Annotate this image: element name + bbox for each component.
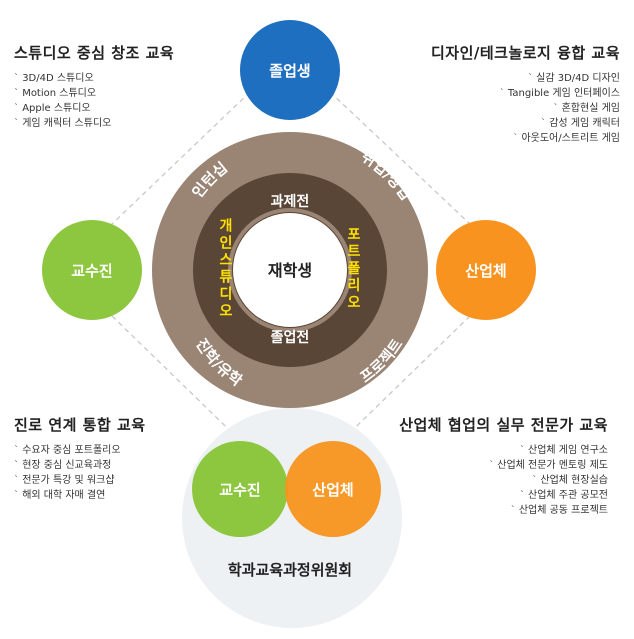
list-item: 전문가 특강 및 워크샵 bbox=[14, 473, 146, 488]
list-item: Motion 스튜디오 bbox=[14, 86, 174, 101]
connector-top-left bbox=[111, 91, 251, 225]
node-industry-label: 산업체 bbox=[465, 262, 506, 280]
block-convergence-education-list: 실감 3D/4D 디자인 Tangible 게임 인터페이스 혼합현실 게임 감… bbox=[431, 71, 620, 146]
inner-side-char: 디 bbox=[220, 287, 233, 303]
list-item: 산업체 게임 연구소 bbox=[399, 443, 608, 458]
list-item: 혼합현실 게임 bbox=[431, 101, 620, 116]
committee-title: 학과교육과정위원회 bbox=[228, 561, 352, 579]
node-industry bbox=[436, 220, 536, 320]
block-industry-education: 산업체 협업의 실무 전문가 교육 산업체 게임 연구소 산업체 전문가 멘토링… bbox=[399, 414, 608, 518]
block-career-education-title: 진로 연계 통합 교육 bbox=[14, 416, 146, 434]
list-item: 해외 대학 자매 결연 bbox=[14, 488, 146, 503]
list-item: 감성 게임 캐릭터 bbox=[431, 116, 620, 131]
inner-side-char: 개 bbox=[220, 219, 233, 235]
list-item: 산업체 공동 프로젝트 bbox=[399, 503, 608, 518]
node-graduates-label: 졸업생 bbox=[269, 62, 310, 80]
node-faculty bbox=[42, 220, 142, 320]
list-item: 산업체 주관 공모전 bbox=[399, 488, 608, 503]
center-label: 재학생 bbox=[268, 261, 312, 280]
inner-side-char: 포 bbox=[348, 227, 361, 243]
block-studio-education-title: 스튜디오 중심 창조 교육 bbox=[14, 44, 175, 62]
inner-side-char: 오 bbox=[220, 304, 233, 320]
inner-label-graduation-show: 졸업전 bbox=[271, 329, 310, 346]
inner-side-char: 트 bbox=[348, 244, 361, 260]
block-career-education: 진로 연계 통합 교육 수요자 중심 포트폴리오 현장 중심 신교육과정 전문가… bbox=[14, 414, 146, 503]
center-border bbox=[228, 208, 352, 332]
block-industry-education-title: 산업체 협업의 실무 전문가 교육 bbox=[399, 416, 608, 434]
committee-industry-circle bbox=[285, 441, 381, 537]
committee-industry-label: 산업체 bbox=[312, 481, 353, 499]
center-circle bbox=[233, 213, 347, 327]
block-convergence-education: 디자인/테크놀로지 융합 교육 실감 3D/4D 디자인 Tangible 게임… bbox=[431, 42, 620, 146]
block-studio-education-list: 3D/4D 스튜디오 Motion 스튜디오 Apple 스튜디오 게임 캐릭터… bbox=[14, 71, 174, 131]
list-item: 3D/4D 스튜디오 bbox=[14, 71, 174, 86]
list-item: 산업체 전문가 멘토링 제도 bbox=[399, 458, 608, 473]
block-industry-education-list: 산업체 게임 연구소 산업체 전문가 멘토링 제도 산업체 현장실습 산업체 주… bbox=[399, 443, 608, 518]
list-item: 현장 중심 신교육과정 bbox=[14, 458, 146, 473]
inner-side-char: 리 bbox=[348, 278, 361, 294]
block-career-education-list: 수요자 중심 포트폴리오 현장 중심 신교육과정 전문가 특강 및 워크샵 해외… bbox=[14, 443, 146, 503]
list-item: 아웃도어/스트리트 게임 bbox=[431, 131, 620, 146]
list-item: 게임 캐릭터 스튜디오 bbox=[14, 116, 174, 131]
inner-side-char: 오 bbox=[348, 295, 361, 311]
list-item: Tangible 게임 인터페이스 bbox=[431, 86, 620, 101]
committee-faculty-label: 교수진 bbox=[219, 481, 260, 499]
block-studio-education: 스튜디오 중심 창조 교육 3D/4D 스튜디오 Motion 스튜디오 App… bbox=[14, 42, 174, 131]
inner-label-portfolio: 포트폴리오 bbox=[348, 227, 361, 311]
committee-faculty-circle bbox=[192, 441, 288, 537]
inner-side-char: 튜 bbox=[220, 270, 233, 286]
inner-side-char: 폴 bbox=[348, 261, 361, 277]
node-graduates bbox=[240, 20, 340, 120]
list-item: 산업체 현장실습 bbox=[399, 473, 608, 488]
inner-side-char: 스 bbox=[220, 253, 233, 269]
list-item: 수요자 중심 포트폴리오 bbox=[14, 443, 146, 458]
inner-label-assignment-show: 과제전 bbox=[271, 193, 310, 210]
inner-side-char: 인 bbox=[220, 235, 233, 252]
list-item: Apple 스튜디오 bbox=[14, 101, 174, 116]
list-item: 실감 3D/4D 디자인 bbox=[431, 71, 620, 86]
block-convergence-education-title: 디자인/테크놀로지 융합 교육 bbox=[430, 44, 620, 62]
node-faculty-label: 교수진 bbox=[71, 262, 112, 280]
